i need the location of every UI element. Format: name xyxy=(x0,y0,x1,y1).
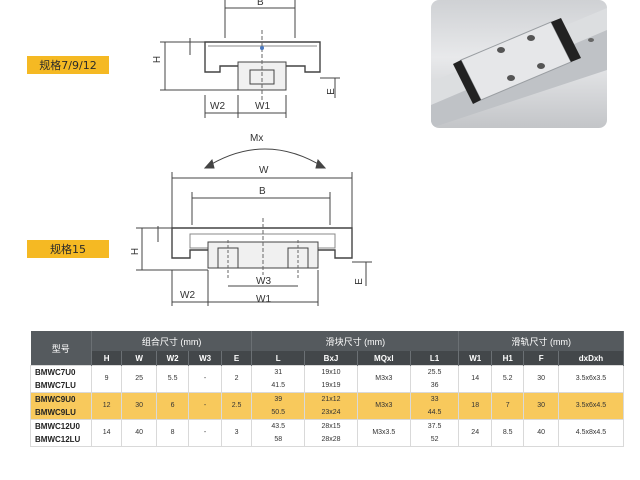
table-cell: 8 xyxy=(155,419,190,447)
dim-B-15: B xyxy=(259,186,266,197)
column-header-w1: W1 xyxy=(458,351,492,366)
table-cell: 2 xyxy=(220,365,253,393)
table-cell: 2.5 xyxy=(220,392,253,420)
table-cell: - xyxy=(188,392,222,420)
table-cell: 30 xyxy=(523,365,559,393)
column-header-w3: W3 xyxy=(188,351,222,366)
dim-W1-top: W1 xyxy=(255,101,270,112)
dim-W2-15: W2 xyxy=(180,290,195,301)
column-header-w: W xyxy=(121,351,157,366)
table-cell: 12 xyxy=(90,392,123,420)
table-cell: 3.5x6x3.5 xyxy=(557,365,625,393)
rail-diagram-15 xyxy=(136,148,372,306)
dim-W2-top: W2 xyxy=(210,101,225,112)
table-cell: - xyxy=(188,419,222,447)
table-cell: - xyxy=(188,365,222,393)
dim-W3-15: W3 xyxy=(256,276,271,287)
table-cell: 5.2 xyxy=(490,365,525,393)
column-header-w2: W2 xyxy=(156,351,190,366)
column-header-l: L xyxy=(251,351,306,366)
dim-H-top: H xyxy=(152,55,164,64)
spec-label-7-9-12: 规格7/9/12 xyxy=(27,56,109,74)
dim-B-top: B xyxy=(257,0,264,8)
moment-Mx-label: Mx xyxy=(250,133,264,144)
dim-E-top: E xyxy=(325,88,337,95)
column-header-bxj: BxJ xyxy=(304,351,358,366)
header-model: 型号 xyxy=(30,331,92,366)
table-cell: 14 xyxy=(90,419,123,447)
column-header-mqxl: MQxl xyxy=(357,351,411,366)
column-header-h1: H1 xyxy=(491,351,525,366)
table-cell: 40 xyxy=(523,419,559,447)
column-header-dxdxh: dxDxh xyxy=(558,351,625,366)
column-header-h: H xyxy=(91,351,123,366)
table-cell: M3x3 xyxy=(356,392,411,420)
column-header-e: E xyxy=(221,351,253,366)
table-cell: 5.5 xyxy=(155,365,190,393)
product-photo xyxy=(431,0,607,128)
column-header-l1: L1 xyxy=(410,351,460,366)
table-cell: 3.5x6x4.5 xyxy=(557,392,625,420)
table-cell: 9 xyxy=(90,365,123,393)
table-cell: M3x3.5 xyxy=(356,419,411,447)
table-cell: 6 xyxy=(155,392,190,420)
table-cell: 8.5 xyxy=(490,419,525,447)
header-combined: 组合尺寸 (mm) xyxy=(91,331,253,351)
spec-label-15: 规格15 xyxy=(27,240,109,258)
dim-E-15: E xyxy=(353,278,365,285)
table-cell: 25 xyxy=(121,365,157,393)
table-cell: 4.5x8x4.5 xyxy=(557,419,625,447)
table-cell: M3x3 xyxy=(356,365,411,393)
header-rail: 滑轨尺寸 (mm) xyxy=(458,331,624,351)
rail-diagram-small xyxy=(160,0,340,118)
table-cell: 30 xyxy=(523,392,559,420)
table-cell: 7 xyxy=(490,392,525,420)
table-cell: 14 xyxy=(458,365,492,393)
table-cell: 40 xyxy=(121,419,157,447)
dim-W-15: W xyxy=(259,165,269,176)
table-cell: 30 xyxy=(121,392,157,420)
table-cell: 3 xyxy=(220,419,253,447)
dim-W1-15: W1 xyxy=(256,294,271,305)
dim-H-15: H xyxy=(130,247,142,256)
table-cell: 18 xyxy=(458,392,492,420)
column-header-f: F xyxy=(523,351,559,366)
header-block: 滑块尺寸 (mm) xyxy=(251,331,460,351)
table-cell: 24 xyxy=(458,419,492,447)
